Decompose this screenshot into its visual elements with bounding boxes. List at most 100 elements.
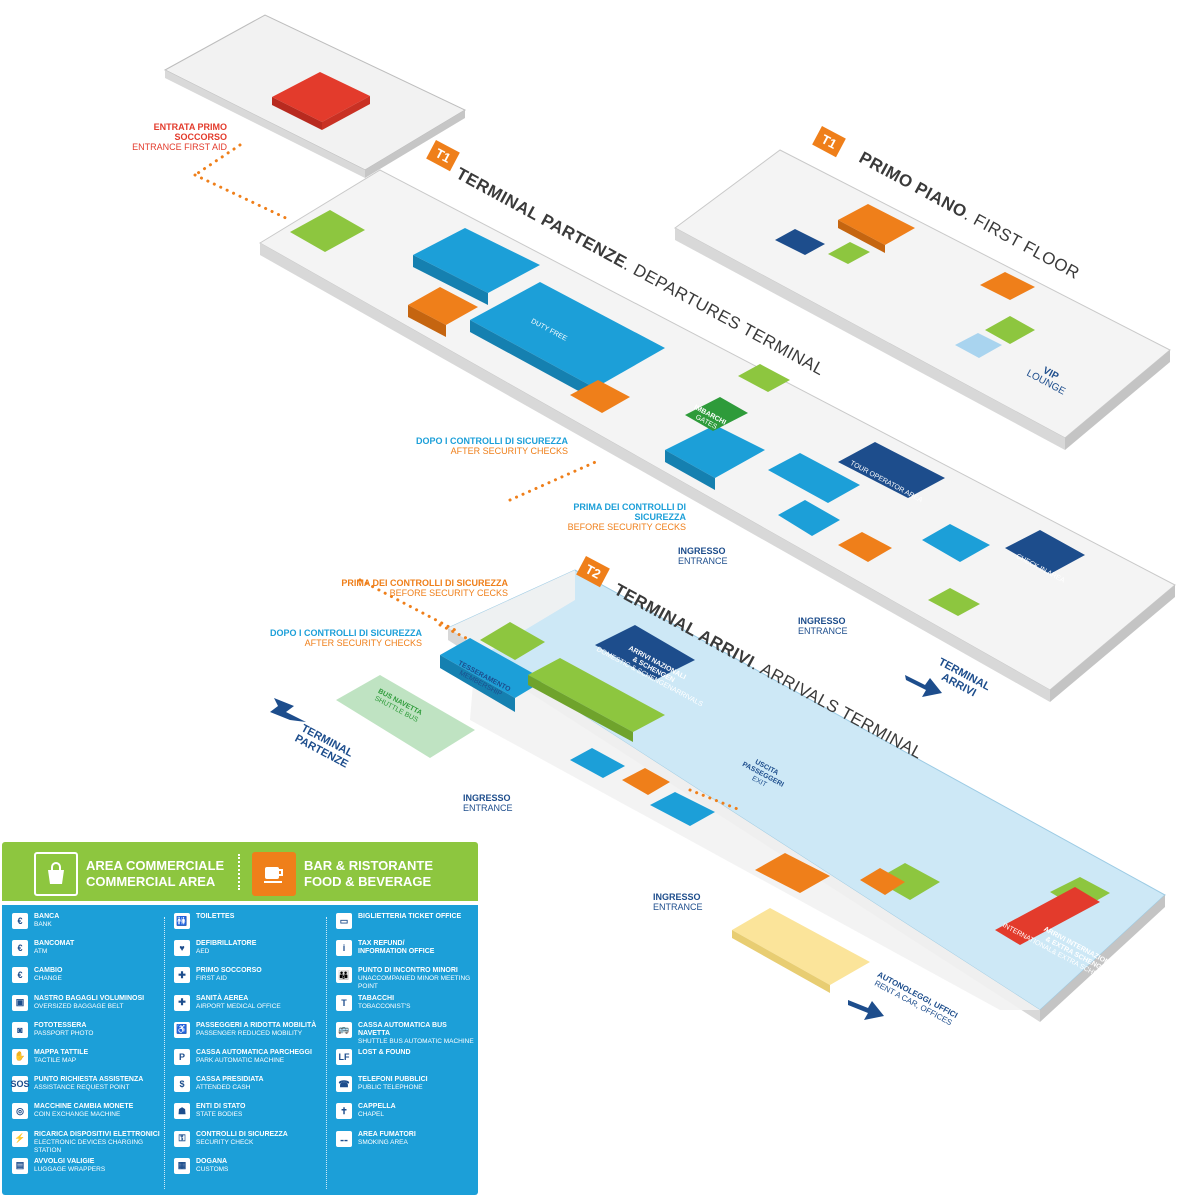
- legend-label-it: TELEFONI PUBBLICI: [358, 1076, 428, 1084]
- legend-label-en: ATTENDED CASH: [196, 1084, 251, 1092]
- legend-icon: ☎: [336, 1076, 352, 1093]
- legend-label-en: PUBLIC TELEPHONE: [358, 1084, 423, 1092]
- first-aid-entrance-label: ENTRATA PRIMO SOCCORSO ENTRANCE FIRST AI…: [132, 122, 227, 152]
- legend-icon: €: [12, 940, 28, 957]
- direction-arrows: [270, 675, 942, 1020]
- legend-column-3: ▭ BIGLIETTERIA TICKET OFFICE i TAX REFUND/I…: [336, 913, 476, 1158]
- legend-label-it: CASSA AUTOMATICA PARCHEGGI: [196, 1048, 312, 1056]
- legend-label-it: DOGANA: [196, 1157, 228, 1165]
- legend-label-it: ENTI DI STATO: [196, 1103, 246, 1111]
- legend-label-en: INFORMATION OFFICE: [358, 948, 435, 956]
- legend-label-en: CHANGE: [34, 975, 62, 983]
- legend-label-it: CAPPELLA: [358, 1103, 396, 1111]
- legend-label-it: LOST & FOUND: [358, 1048, 411, 1056]
- legend-label-en: CHAPEL: [358, 1111, 385, 1119]
- legend-icon: ⚡: [12, 1130, 28, 1147]
- legend-label-en: PASSENGER REDUCED MOBILITY: [196, 1029, 303, 1037]
- t1-shops: [413, 228, 990, 562]
- legend-label-it: CAMBIO: [34, 967, 63, 975]
- legend-label-en: FIRST AID: [196, 975, 227, 983]
- legend-icon: €: [12, 967, 28, 984]
- legend-icon: ▣: [12, 994, 28, 1011]
- legend-icon: ♥: [174, 940, 190, 957]
- before-security-label-t2: PRIMA DEI CONTROLLI DI SICUREZZA BEFORE …: [341, 578, 508, 598]
- legend-label-it: TAX REFUND/: [358, 940, 405, 948]
- after-security-label-t1: DOPO I CONTROLLI DI SICUREZZA AFTER SECU…: [416, 436, 568, 456]
- legend-label-en: ELECTRONIC DEVICES CHARGING STATION: [34, 1138, 144, 1154]
- legend-label-en: COIN EXCHANGE MACHINE: [34, 1111, 121, 1119]
- legend-label-en: SMOKING AREA: [358, 1138, 408, 1146]
- legend-label-it: FOTOTESSERA: [34, 1021, 87, 1029]
- legend-icon: ▭: [336, 913, 352, 929]
- legend-icon: €: [12, 913, 28, 929]
- legend-icon: T: [336, 994, 352, 1011]
- legend-label-it: NASTRO BAGAGLI VOLUMINOSI: [34, 994, 145, 1002]
- legend-icon: SOS: [11, 1076, 30, 1093]
- legend-label-en: BANK: [34, 921, 52, 928]
- t1-food: [408, 287, 892, 562]
- legend-icon: i: [336, 940, 352, 957]
- t2-services: [480, 622, 1110, 945]
- legend-icon: ▤: [12, 1157, 28, 1174]
- legend-icon: ◙: [12, 1021, 28, 1038]
- legend-label-it: CONTROLLI DI SICUREZZA: [196, 1130, 288, 1138]
- legend-label-en: LUGGAGE WRAPPERS: [34, 1165, 106, 1173]
- legend-label-en: STATE BODIES: [196, 1111, 243, 1119]
- t2-arrivals-floor: [446, 569, 1166, 1022]
- t2-shops: [440, 638, 715, 826]
- legend-label-it: CASSA PRESIDIATA: [196, 1076, 264, 1084]
- legend-label-en: ASSISTANCE REQUEST POINT: [34, 1084, 130, 1092]
- legend-icon: ♿: [174, 1021, 190, 1038]
- legend-icon: ⚿: [174, 1130, 190, 1147]
- legend-label-it: CASSA AUTOMATICA BUS NAVETTA: [358, 1021, 447, 1037]
- rent-a-car-area: [732, 908, 870, 993]
- legend-label-en: AED: [196, 948, 210, 956]
- legend-label-en: ATM: [34, 948, 48, 956]
- legend-label-en: TOBACCONIST'S: [358, 1002, 411, 1010]
- legend-icon: ✋: [12, 1048, 28, 1065]
- shopping-bag-icon: [34, 852, 78, 896]
- coffee-cup-icon: [252, 852, 296, 896]
- legend-label-it: DEFIBRILLATORE: [196, 940, 257, 948]
- legend-label-it: MAPPA TATTILE: [34, 1048, 89, 1056]
- legend-icon: P: [174, 1048, 190, 1065]
- legend-icon: ⚋: [336, 1130, 352, 1147]
- legend-label-it: SANITÀ AEREA: [196, 994, 249, 1002]
- legend-label-it: PUNTO RICHIESTA ASSISTENZA: [34, 1076, 144, 1084]
- dotted-leaders: [193, 143, 742, 812]
- legend-label-it: PUNTO DI INCONTRO MINORI: [358, 967, 458, 975]
- legend-icon: ▦: [174, 1157, 190, 1174]
- legend-icon: LF: [336, 1048, 352, 1065]
- legend-label-en: UNACCOMPANIED MINOR MEETING POINT: [358, 975, 471, 991]
- t1-services: [290, 210, 1085, 616]
- after-security-label-t2: DOPO I CONTROLLI DI SICUREZZA AFTER SECU…: [270, 628, 422, 648]
- legend-icon: 👪: [336, 967, 352, 984]
- legend-label-it: RICARICA DISPOSITIVI ELETTRONICI: [34, 1130, 160, 1138]
- legend-label-it: BIGLIETTERIA TICKET OFFICE: [358, 913, 462, 920]
